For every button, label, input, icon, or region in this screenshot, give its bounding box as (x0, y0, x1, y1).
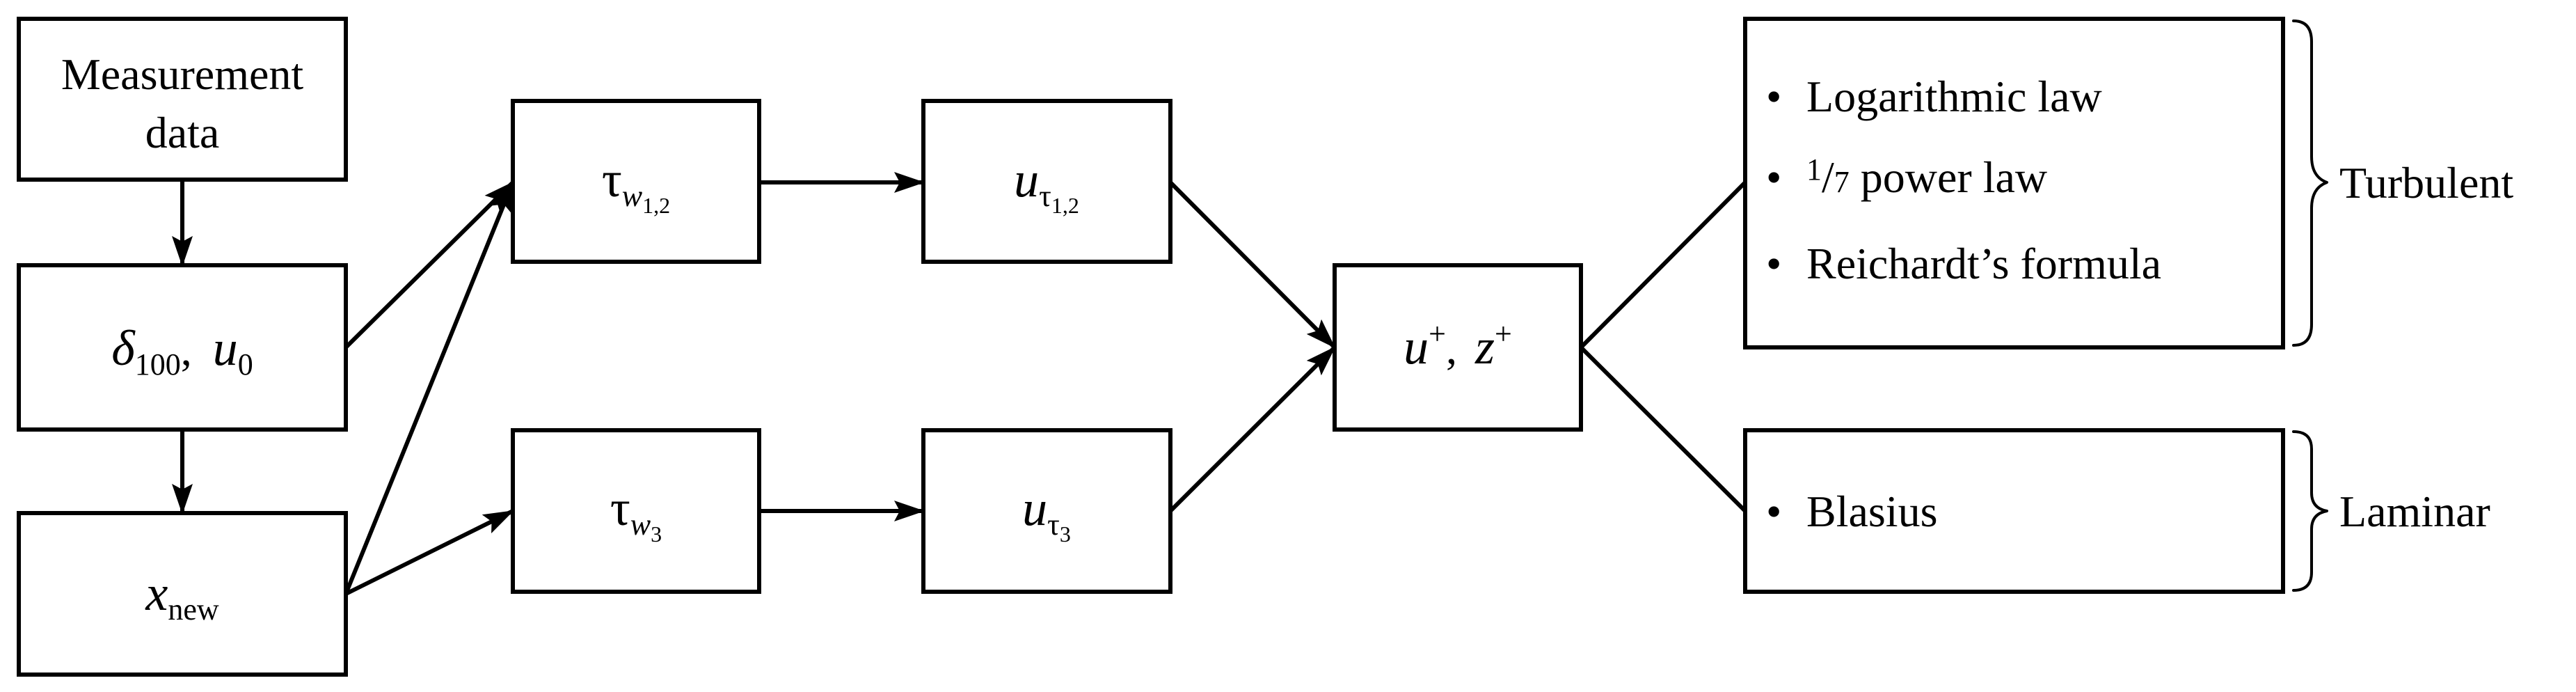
edge-xnew-to-tauw12 (344, 181, 515, 595)
x-new-label: xnew (145, 565, 218, 627)
laminar-item-blasius: Blasius (1806, 487, 1937, 536)
tau-w3-label: τw3 (610, 480, 662, 546)
u-plus-z-plus-label: u+, z+ (1404, 317, 1512, 375)
u-plus-z-plus-box (1333, 263, 1583, 432)
delta-u0-box (17, 263, 348, 432)
turbulent-bullet-2: • (1766, 152, 1781, 202)
tau-w3-box (511, 428, 761, 594)
u-tau12-label: uτ1,2 (1014, 152, 1079, 218)
turbulent-item-reichardt-formula: Reichardt’s formula (1806, 239, 2161, 288)
turbulent-brace (2292, 19, 2328, 347)
measurement-label-line1: Measurement (61, 49, 304, 99)
laminar-bullet-1: • (1766, 487, 1781, 536)
measurement-label-line2: data (145, 108, 220, 157)
laminar-group-label: Laminar (2339, 487, 2490, 536)
edge-uplus-to-laminar (1579, 345, 1747, 513)
u-tau3-box (921, 428, 1172, 594)
tau-w12-label: τw1,2 (602, 152, 670, 218)
turbulent-bullet-1: • (1766, 72, 1781, 121)
measurement-data-box (17, 17, 348, 182)
edge-utau12-to-uplus (1168, 180, 1337, 349)
delta-u0-label: δ100, u0 (111, 320, 253, 382)
edge-uplus-to-turbulent (1579, 180, 1747, 349)
edge-xnew-to-tauw3 (344, 509, 514, 596)
edge-utau3-to-uplus (1168, 345, 1337, 513)
u-tau3-label: uτ3 (1022, 480, 1071, 546)
turbulent-group-label: Turbulent (2339, 158, 2513, 207)
edge-delta-to-tauw12 (344, 180, 515, 349)
turbulent-bullet-3: • (1766, 239, 1781, 288)
turbulent-item-logarithmic-law: Logarithmic law (1806, 72, 2102, 121)
laminar-brace (2292, 430, 2328, 592)
